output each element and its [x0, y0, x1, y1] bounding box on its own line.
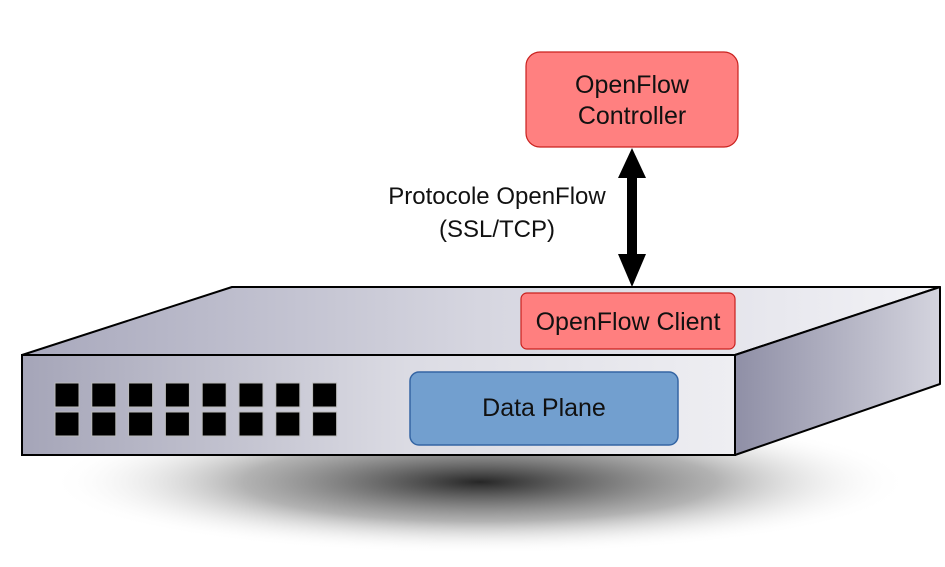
switch-port: [238, 411, 264, 437]
network-switch: Data Plane OpenFlow Client: [21, 286, 941, 456]
switch-port: [201, 382, 227, 408]
arrow-head-up-icon: [618, 148, 646, 178]
switch-port: [54, 411, 80, 437]
protocol-label-line2: (SSL/TCP): [439, 216, 555, 243]
openflow-client: OpenFlow Client: [520, 292, 736, 350]
switch-port: [91, 382, 117, 408]
openflow-client-box: [520, 292, 736, 350]
data-plane-box: [409, 371, 679, 446]
controller-label-line2: Controller: [578, 102, 686, 130]
arrow-shaft: [627, 176, 637, 256]
data-plane-label: Data Plane: [482, 394, 606, 422]
switch-port: [128, 411, 154, 437]
switch-ports: [54, 382, 338, 437]
controller-label-line1: OpenFlow: [575, 71, 690, 99]
openflow-client-label: OpenFlow Client: [536, 308, 721, 336]
arrow-head-down-icon: [618, 254, 646, 287]
protocol-label-line1: Protocole OpenFlow: [388, 183, 606, 210]
switch-port: [275, 411, 301, 437]
protocol-label: Protocole OpenFlow (SSL/TCP): [388, 183, 606, 243]
bidirectional-arrow: [618, 148, 646, 287]
switch-port: [312, 411, 338, 437]
switch-port: [312, 382, 338, 408]
switch-port: [164, 382, 190, 408]
switch-port: [164, 411, 190, 437]
switch-port: [54, 382, 80, 408]
data-plane: Data Plane: [409, 371, 679, 446]
switch-port: [91, 411, 117, 437]
switch-port: [238, 382, 264, 408]
switch-port: [275, 382, 301, 408]
switch-port: [128, 382, 154, 408]
openflow-controller: OpenFlow Controller: [525, 51, 739, 148]
switch-port: [201, 411, 227, 437]
openflow-controller-box: [525, 51, 739, 148]
